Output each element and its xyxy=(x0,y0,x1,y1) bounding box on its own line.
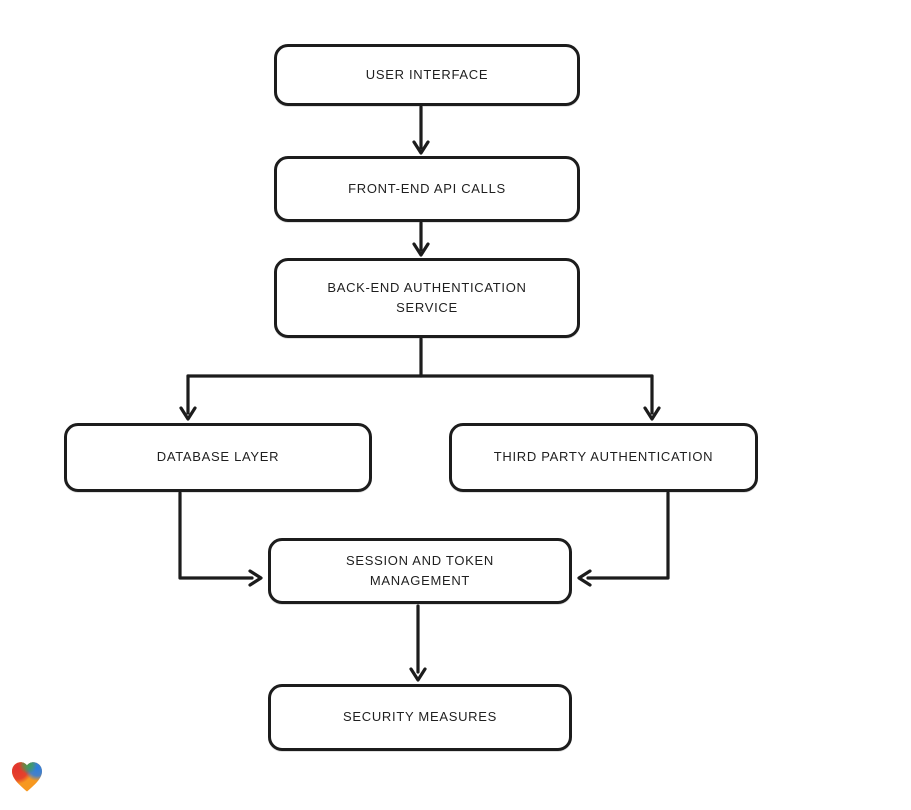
edge-session-to-security xyxy=(409,604,427,682)
edge-user-interface-to-front-end xyxy=(412,105,430,155)
edge-third-party-to-session xyxy=(577,491,670,587)
heart-logo[interactable] xyxy=(9,760,45,794)
node-session-and-token-management-label: SESSION AND TOKEN MANAGEMENT xyxy=(346,552,494,588)
edge-database-to-session xyxy=(178,491,263,587)
node-back-end-authentication-service[interactable]: BACK-END AUTHENTICATION SERVICE xyxy=(274,258,580,338)
node-third-party-authentication-label: THIRD PARTY AUTHENTICATION xyxy=(493,449,714,465)
node-database-layer[interactable]: DATABASE LAYER xyxy=(64,423,372,492)
edge-back-end-branch xyxy=(179,337,661,421)
edge-front-end-to-back-end xyxy=(412,221,430,257)
heart-icon xyxy=(12,762,42,792)
node-user-interface-label: USER INTERFACE xyxy=(365,66,489,82)
node-back-end-authentication-service-label: BACK-END AUTHENTICATION SERVICE xyxy=(327,279,527,315)
node-front-end-api-calls[interactable]: FRONT-END API CALLS xyxy=(274,156,580,222)
node-user-interface[interactable]: USER INTERFACE xyxy=(274,44,580,106)
node-front-end-api-calls-label: FRONT-END API CALLS xyxy=(348,180,506,196)
node-third-party-authentication[interactable]: THIRD PARTY AUTHENTICATION xyxy=(449,423,758,492)
node-session-and-token-management[interactable]: SESSION AND TOKEN MANAGEMENT xyxy=(268,538,572,604)
node-security-measures-label: SECURITY MEASURES xyxy=(343,709,497,725)
node-security-measures[interactable]: SECURITY MEASURES xyxy=(268,684,572,751)
node-database-layer-label: DATABASE LAYER xyxy=(156,449,280,465)
